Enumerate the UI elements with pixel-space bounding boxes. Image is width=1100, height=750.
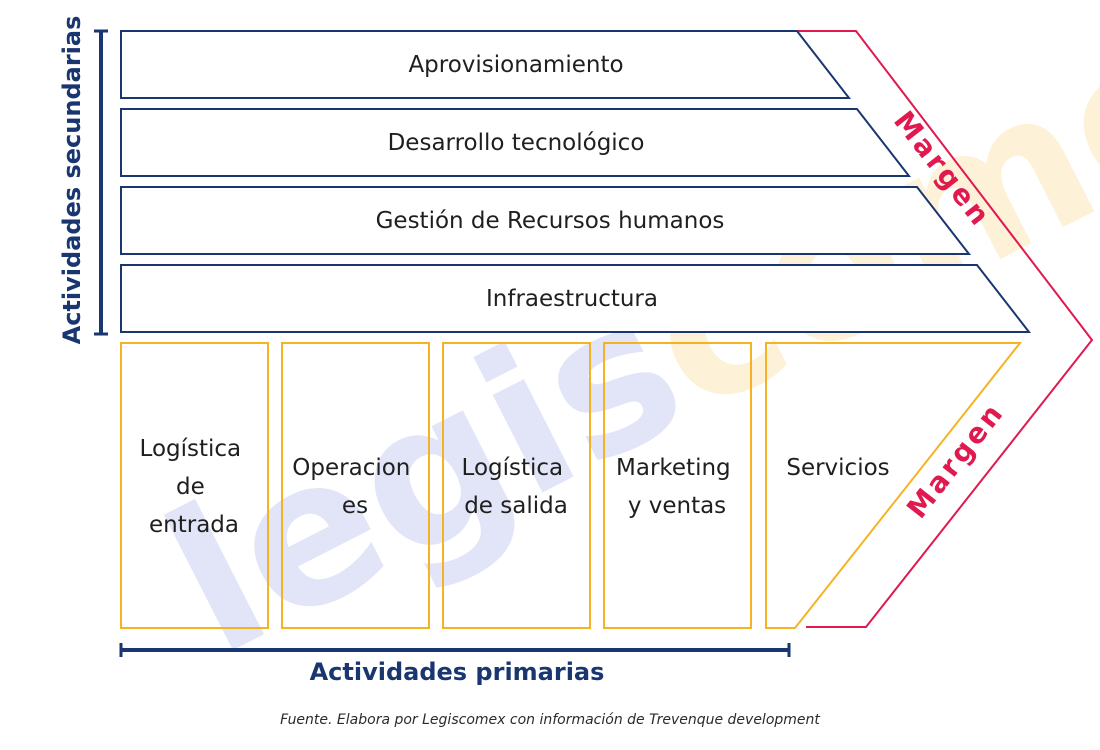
support-label-infrastructure: Infraestructura <box>486 286 658 312</box>
primary-label-outbound: Logística de salida <box>462 455 571 519</box>
watermark: legiscomex <box>134 0 1100 701</box>
support-box-infrastructure <box>120 264 1032 333</box>
primary-label-operations: Operacion es <box>292 455 417 519</box>
svg-text:legiscomex: legiscomex <box>134 0 1100 701</box>
support-box-technology <box>120 108 912 177</box>
primary-box-inbound <box>120 342 269 629</box>
primary-box-marketing <box>603 342 752 629</box>
primary-box-services <box>765 342 1023 629</box>
margin-label-bottom: Margen <box>900 396 1011 525</box>
primary-bracket <box>119 643 791 657</box>
primary-box-operations <box>281 342 430 629</box>
primary-label-marketing: Marketing y ventas <box>616 455 738 519</box>
margin-chevron <box>797 30 1094 628</box>
source-caption: Fuente. Elabora por Legiscomex con infor… <box>280 712 820 728</box>
support-label-technology: Desarrollo tecnológico <box>388 130 645 156</box>
support-box-procurement <box>120 30 852 99</box>
primary-axis-label: Actividades primarias <box>310 658 605 686</box>
support-label-procurement: Aprovisionamiento <box>408 52 623 78</box>
support-activities: Aprovisionamiento Desarrollo tecnológico… <box>120 30 1032 333</box>
primary-label-inbound: Logística de entrada <box>140 436 249 538</box>
primary-activities: Logística de entrada Operacion es Logíst… <box>120 342 1023 629</box>
support-label-hr: Gestión de Recursos humanos <box>376 208 725 234</box>
secondary-axis-label: Actividades secundarias <box>58 16 86 345</box>
primary-box-outbound <box>442 342 591 629</box>
support-box-hr <box>120 186 972 255</box>
primary-label-services: Servicios <box>786 455 889 481</box>
secondary-bracket <box>94 29 108 336</box>
